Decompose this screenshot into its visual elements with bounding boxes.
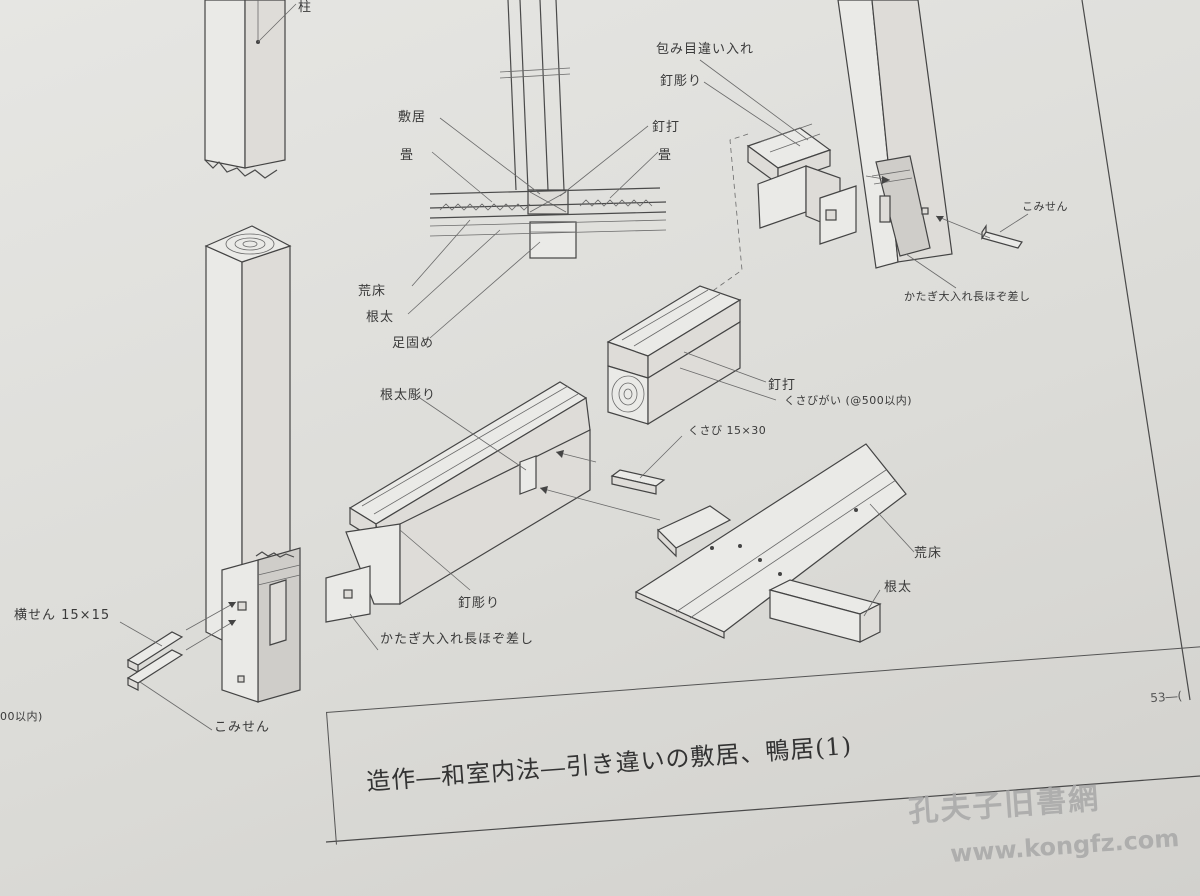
kusabi-wedge — [610, 435, 683, 495]
yokosen-pegs — [119, 601, 237, 731]
sheet-border-right — [1081, 0, 1191, 701]
label-kugibori-top: 釘彫り — [660, 74, 703, 89]
label-neda-bottom: 根太 — [884, 580, 913, 595]
column-top-right — [837, 0, 953, 269]
label-shikii: 敷居 — [398, 110, 427, 125]
label-katagi-right: かたぎ大入れ長ほぞ差し — [904, 290, 1031, 303]
title-bottom-line — [325, 775, 1200, 843]
label-yokosen: 横せん 15×15 — [14, 608, 111, 623]
label-tatami-left: 畳 — [400, 148, 415, 163]
komisen-peg-right — [905, 213, 1029, 289]
label-arayuka-top: 荒床 — [358, 284, 387, 299]
label-spacing-left: 00以内) — [0, 710, 43, 723]
label-kugiuchi-mid: 釘打 — [768, 378, 797, 393]
page-number: 53―( — [1149, 688, 1183, 706]
label-kugibori-mid: 釘彫り — [458, 596, 501, 611]
label-katagi-bottom: かたぎ大入れ長ほぞ差し — [380, 632, 535, 647]
column-top-left — [204, 0, 297, 179]
sill-long — [325, 381, 661, 651]
label-ashigatame: 足固め — [392, 336, 435, 351]
arayuka-board — [634, 443, 915, 643]
sill-block-middle — [606, 285, 777, 426]
label-arayuka-bottom: 荒床 — [914, 546, 943, 561]
label-komisen-left: こみせん — [214, 720, 271, 735]
label-kusabi: くさび 15×30 — [688, 424, 767, 437]
label-nedabori: 根太彫り — [380, 388, 437, 403]
label-kusabigai: くさびがい (@500以内) — [784, 394, 913, 407]
section-floor — [407, 0, 667, 339]
label-neda-top: 根太 — [366, 310, 395, 325]
sill-block-upper — [699, 59, 891, 301]
label-kugiuchi-top: 釘打 — [652, 120, 681, 135]
label-komisen-right: こみせん — [1022, 200, 1068, 213]
label-tatami-right: 畳 — [658, 148, 673, 163]
column-main — [204, 225, 301, 703]
label-hashira: 柱 — [298, 0, 313, 15]
label-tsutsumi: 包み目違い入れ — [656, 42, 755, 57]
drawing-title: 造作―和室内法―引き違いの敷居、鴨居(1) — [365, 731, 854, 797]
